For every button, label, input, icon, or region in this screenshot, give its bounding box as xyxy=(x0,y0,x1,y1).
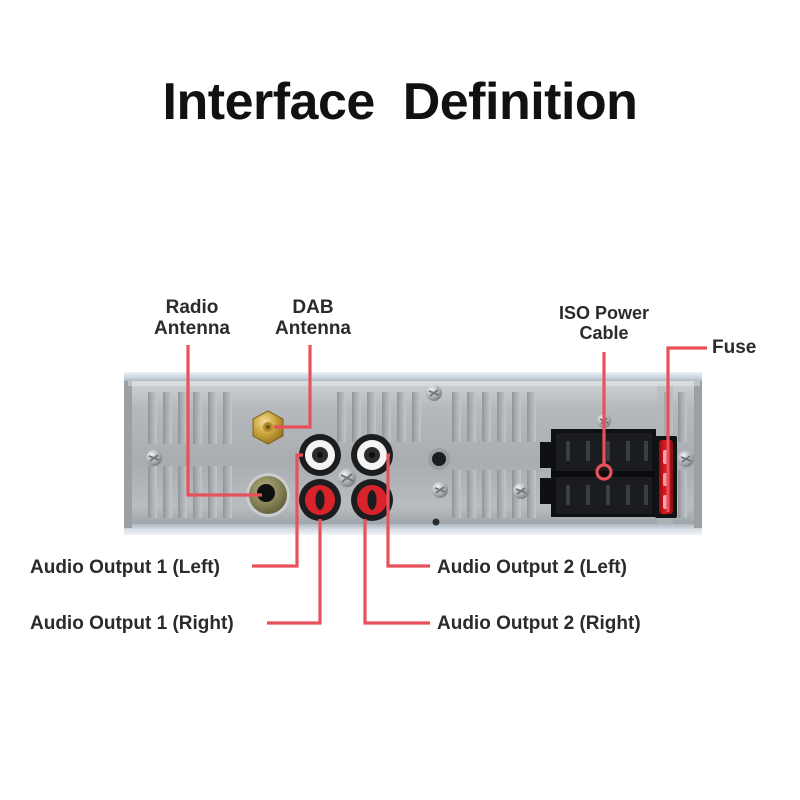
leader-ao2-right xyxy=(363,519,430,625)
callout-label-audio-output-2-left: Audio Output 2 (Left) xyxy=(437,557,627,578)
rca-jacks-graphic xyxy=(299,434,393,521)
leader-radio-antenna xyxy=(186,345,262,497)
callout-label-fuse: Fuse xyxy=(712,337,757,358)
iso-power-connector-graphic xyxy=(540,429,656,517)
leader-ao2-left xyxy=(386,453,430,568)
leader-ao1-left xyxy=(252,453,303,568)
callout-label-iso-power-cable: ISO Power Cable xyxy=(558,303,650,344)
callout-label-radio-antenna: Radio Antenna xyxy=(154,297,230,340)
leader-dab-antenna xyxy=(274,345,312,429)
leader-iso-power-ring xyxy=(595,463,613,481)
din-antenna-jack-graphic xyxy=(246,473,290,517)
page-title: Interface Definition xyxy=(162,73,638,131)
leader-ao1-right xyxy=(267,519,322,625)
callout-label-audio-output-2-right: Audio Output 2 (Right) xyxy=(437,613,641,634)
callout-label-dab-antenna: DAB Antenna xyxy=(275,297,351,340)
callout-label-audio-output-1-left: Audio Output 1 (Left) xyxy=(30,557,220,578)
callout-label-audio-output-1-right: Audio Output 1 (Right) xyxy=(30,613,234,634)
leader-fuse xyxy=(666,346,707,512)
dab-antenna-jack-graphic xyxy=(252,410,284,445)
